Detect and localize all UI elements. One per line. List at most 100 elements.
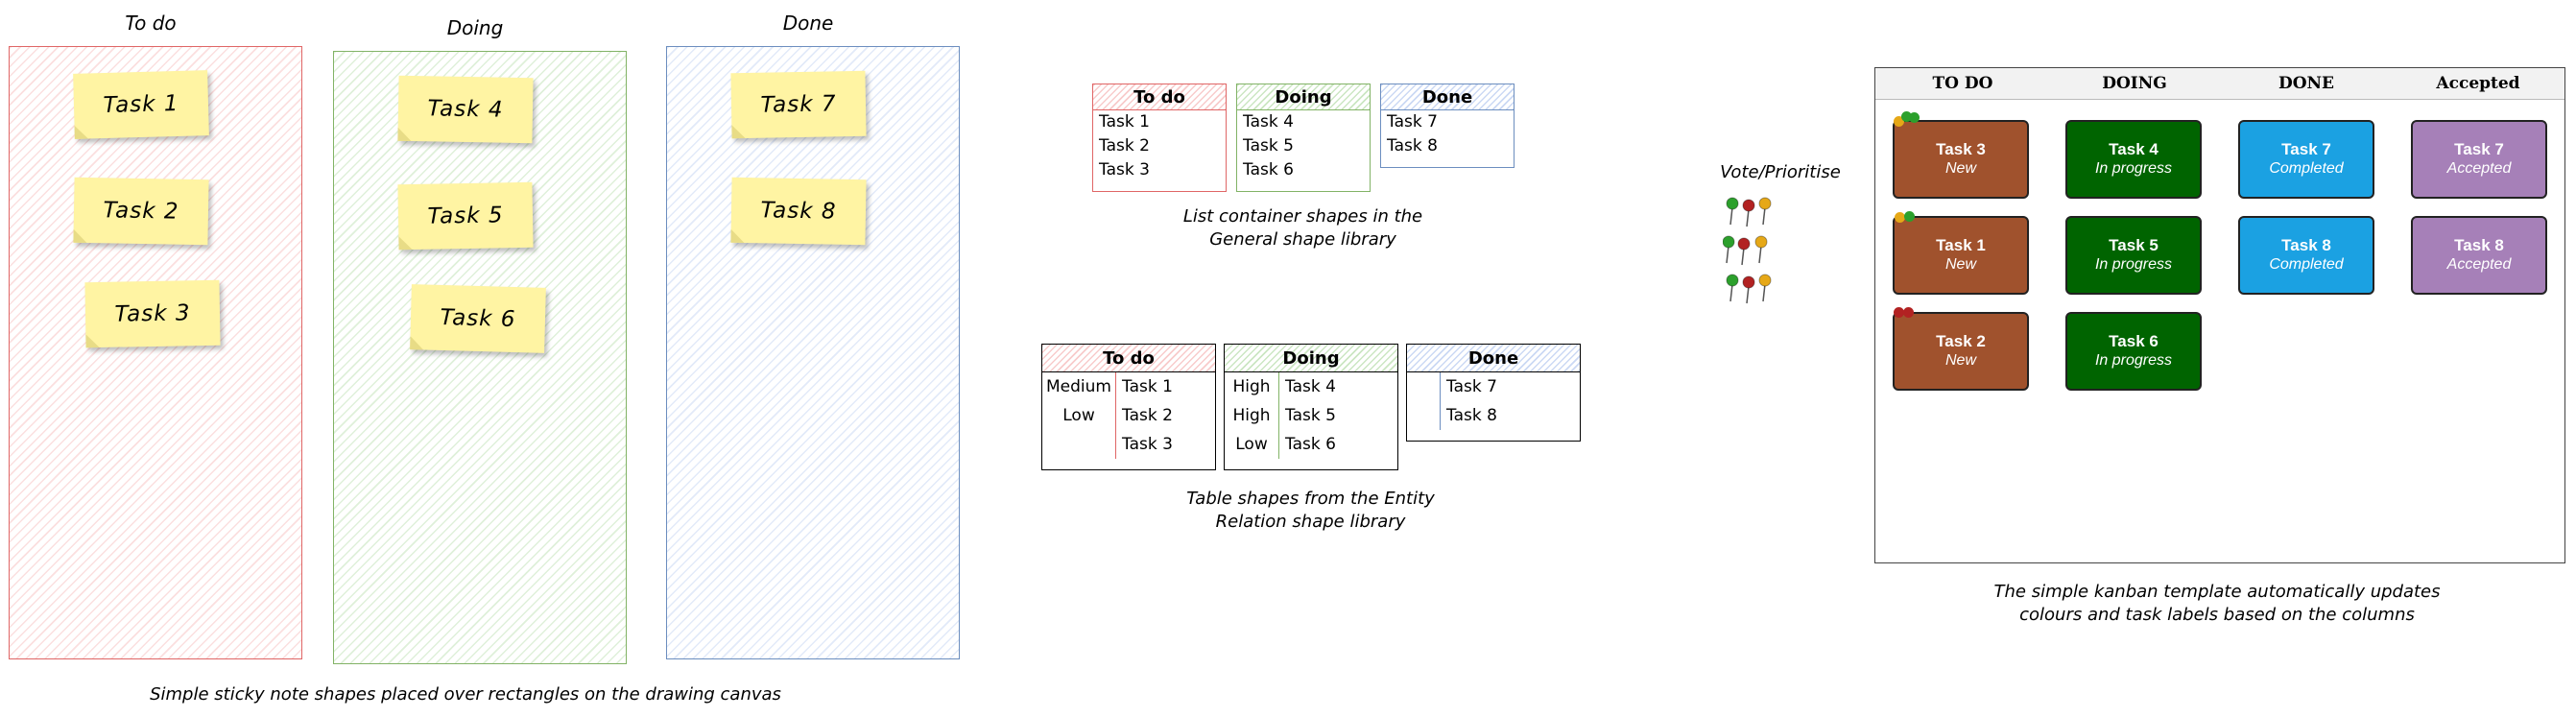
vote-pin-icon[interactable] bbox=[1742, 199, 1755, 227]
card-title: Task 1 bbox=[1936, 236, 1986, 254]
vote-pin-icon[interactable] bbox=[1909, 112, 1920, 123]
list-header: To do bbox=[1093, 84, 1226, 110]
vote-pin-icon[interactable] bbox=[1758, 274, 1772, 302]
table-todo[interactable]: To do Medium Task 1 Low Task 2 Task 3 bbox=[1041, 344, 1216, 470]
task-cell[interactable]: Task 4 bbox=[1285, 377, 1336, 396]
list-item[interactable]: Task 4 bbox=[1243, 112, 1294, 131]
card-status: In progress bbox=[2094, 256, 2173, 273]
task-cell[interactable]: Task 8 bbox=[1446, 406, 1497, 425]
vote-pin-icon[interactable] bbox=[1904, 211, 1915, 222]
caption-line: colours and task labels based on the col… bbox=[2019, 605, 2415, 625]
sticky-note[interactable]: Task 3 bbox=[84, 279, 221, 348]
column-title-doing: Doing bbox=[446, 16, 504, 39]
list-done[interactable]: Done Task 7 Task 8 bbox=[1380, 84, 1515, 168]
kanban-card[interactable]: Task 6 In progress bbox=[2065, 312, 2202, 391]
vote-pin-icon[interactable] bbox=[1726, 197, 1739, 226]
sticky-note[interactable]: Task 7 bbox=[730, 70, 867, 139]
list-item[interactable]: Task 8 bbox=[1387, 136, 1438, 155]
table-header: To do bbox=[1042, 345, 1215, 372]
card-title: Task 7 bbox=[2454, 140, 2504, 158]
kanban-column-todo: TO DO bbox=[1932, 74, 1993, 93]
vote-pin-icon[interactable] bbox=[1894, 307, 1904, 318]
task-cell[interactable]: Task 3 bbox=[1122, 435, 1173, 454]
caption-line: The simple kanban template automatically… bbox=[1993, 582, 2441, 602]
sticky-note[interactable]: Task 1 bbox=[73, 70, 209, 139]
priority-cell[interactable] bbox=[1042, 430, 1116, 459]
priority-cell[interactable]: Medium bbox=[1042, 372, 1116, 401]
kanban-column-done: DONE bbox=[2278, 74, 2335, 93]
task-cell[interactable]: Task 5 bbox=[1285, 406, 1336, 425]
list-doing[interactable]: Doing Task 4 Task 5 Task 6 bbox=[1236, 84, 1371, 192]
task-cell[interactable]: Task 2 bbox=[1122, 406, 1173, 425]
column-rect-todo[interactable] bbox=[9, 46, 302, 659]
list-item[interactable]: Task 3 bbox=[1099, 160, 1150, 179]
kanban-card[interactable]: Task 2 New bbox=[1893, 312, 2029, 391]
table-header: Done bbox=[1407, 345, 1580, 372]
priority-cell[interactable]: High bbox=[1225, 372, 1279, 401]
vote-pin-icon[interactable] bbox=[1723, 235, 1735, 264]
card-title: Task 8 bbox=[2281, 236, 2331, 254]
caption-line: List container shapes in the bbox=[1182, 206, 1423, 227]
sticky-note[interactable]: Task 6 bbox=[410, 284, 546, 353]
list-item[interactable]: Task 2 bbox=[1099, 136, 1150, 155]
kanban-card[interactable]: Task 8 Accepted bbox=[2411, 216, 2547, 295]
list-item[interactable]: Task 7 bbox=[1387, 112, 1438, 131]
table-shapes-caption: Table shapes from the Entity Relation sh… bbox=[1111, 488, 1510, 534]
priority-cell[interactable]: Low bbox=[1042, 401, 1116, 430]
vote-pin-icon[interactable] bbox=[1901, 111, 1912, 122]
priority-cell[interactable]: High bbox=[1225, 401, 1279, 430]
priority-cell[interactable] bbox=[1407, 401, 1441, 430]
kanban-card[interactable]: Task 3 New bbox=[1893, 120, 2029, 199]
vote-pin-icon[interactable] bbox=[1758, 197, 1772, 226]
task-cell[interactable]: Task 1 bbox=[1122, 377, 1173, 396]
list-header: Doing bbox=[1237, 84, 1370, 110]
vote-pin-icon[interactable] bbox=[1754, 235, 1768, 264]
list-item[interactable]: Task 1 bbox=[1099, 112, 1150, 131]
caption-line: Relation shape library bbox=[1215, 512, 1406, 532]
task-cell[interactable]: Task 7 bbox=[1446, 377, 1497, 396]
task-cell[interactable]: Task 6 bbox=[1285, 435, 1336, 454]
sticky-note[interactable]: Task 4 bbox=[397, 75, 534, 144]
vote-label: Vote/Prioritise bbox=[1720, 162, 1841, 182]
vote-pin-icon[interactable] bbox=[1894, 116, 1904, 127]
list-containers-caption: List container shapes in the General sha… bbox=[1104, 205, 1502, 251]
kanban-column-doing: DOING bbox=[2102, 74, 2167, 93]
kanban-card[interactable]: Task 1 New bbox=[1893, 216, 2029, 295]
vote-pin-icon[interactable] bbox=[1742, 275, 1755, 304]
column-rect-doing[interactable] bbox=[333, 51, 627, 664]
priority-cell[interactable] bbox=[1407, 372, 1441, 401]
priority-cell[interactable]: Low bbox=[1225, 430, 1279, 459]
sticky-note[interactable]: Task 5 bbox=[397, 181, 534, 251]
caption-line: General shape library bbox=[1209, 229, 1396, 250]
column-rect-done[interactable] bbox=[666, 46, 960, 659]
kanban-card[interactable]: Task 4 In progress bbox=[2065, 120, 2202, 199]
kanban-card[interactable]: Task 5 In progress bbox=[2065, 216, 2202, 295]
kanban-card[interactable]: Task 7 Accepted bbox=[2411, 120, 2547, 199]
vote-pin-icon[interactable] bbox=[1895, 212, 1905, 223]
card-status: New bbox=[1944, 352, 1976, 369]
card-title: Task 5 bbox=[2109, 236, 2159, 254]
kanban-card[interactable]: Task 8 Completed bbox=[2238, 216, 2374, 295]
list-todo[interactable]: To do Task 1 Task 2 Task 3 bbox=[1092, 84, 1227, 192]
vote-pin-icon[interactable] bbox=[1726, 274, 1739, 302]
card-status: Completed bbox=[2269, 160, 2344, 177]
column-title-done: Done bbox=[782, 12, 834, 35]
sticky-note[interactable]: Task 2 bbox=[73, 177, 209, 246]
card-status: Accepted bbox=[2446, 160, 2512, 177]
vote-pin-icon[interactable] bbox=[1903, 307, 1914, 318]
kanban-card[interactable]: Task 7 Completed bbox=[2238, 120, 2374, 199]
card-title: Task 6 bbox=[2109, 332, 2159, 350]
card-status: Accepted bbox=[2446, 256, 2512, 273]
card-status: Completed bbox=[2269, 256, 2344, 273]
sticky-note[interactable]: Task 8 bbox=[730, 177, 867, 246]
kanban-header bbox=[1875, 68, 2564, 100]
vote-pin-icon[interactable] bbox=[1737, 237, 1751, 266]
column-title-todo: To do bbox=[125, 12, 177, 35]
card-title: Task 2 bbox=[1936, 332, 1986, 350]
table-done[interactable]: Done Task 7 Task 8 bbox=[1406, 344, 1581, 442]
card-title: Task 7 bbox=[2281, 140, 2331, 158]
list-item[interactable]: Task 5 bbox=[1243, 136, 1294, 155]
list-item[interactable]: Task 6 bbox=[1243, 160, 1294, 179]
list-header: Done bbox=[1381, 84, 1514, 110]
